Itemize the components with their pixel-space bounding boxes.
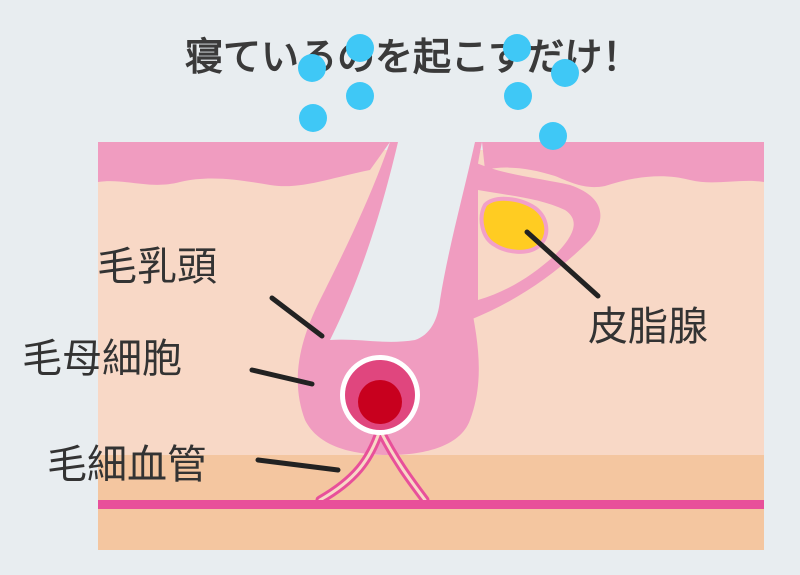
vessel-inner — [318, 428, 427, 502]
leader-capillary — [255, 457, 341, 473]
epidermis-right — [482, 142, 764, 188]
label-dermal-papilla: 毛乳頭 — [97, 244, 217, 290]
label-sebaceous-gland: 皮脂腺 — [588, 304, 708, 350]
bubble — [551, 59, 579, 87]
leader-hair-matrix — [249, 367, 315, 387]
leader-sebaceous — [524, 229, 601, 299]
bubble — [539, 122, 567, 150]
vessel-band — [98, 500, 764, 509]
bubble — [299, 104, 327, 132]
label-capillary: 毛細血管 — [47, 442, 207, 488]
dermal-papilla-core — [358, 380, 402, 424]
hair-channel — [330, 142, 475, 342]
leader-dermal-papilla — [269, 295, 325, 339]
label-hair-matrix-cell: 毛母細胞 — [22, 336, 182, 382]
bubble — [503, 34, 531, 62]
bubbles-right — [503, 34, 579, 150]
bubble — [346, 34, 374, 62]
bubble — [504, 82, 532, 110]
bubble — [298, 54, 326, 82]
epidermis-left — [98, 142, 390, 187]
bubbles-left — [298, 34, 374, 132]
bubble — [346, 82, 374, 110]
